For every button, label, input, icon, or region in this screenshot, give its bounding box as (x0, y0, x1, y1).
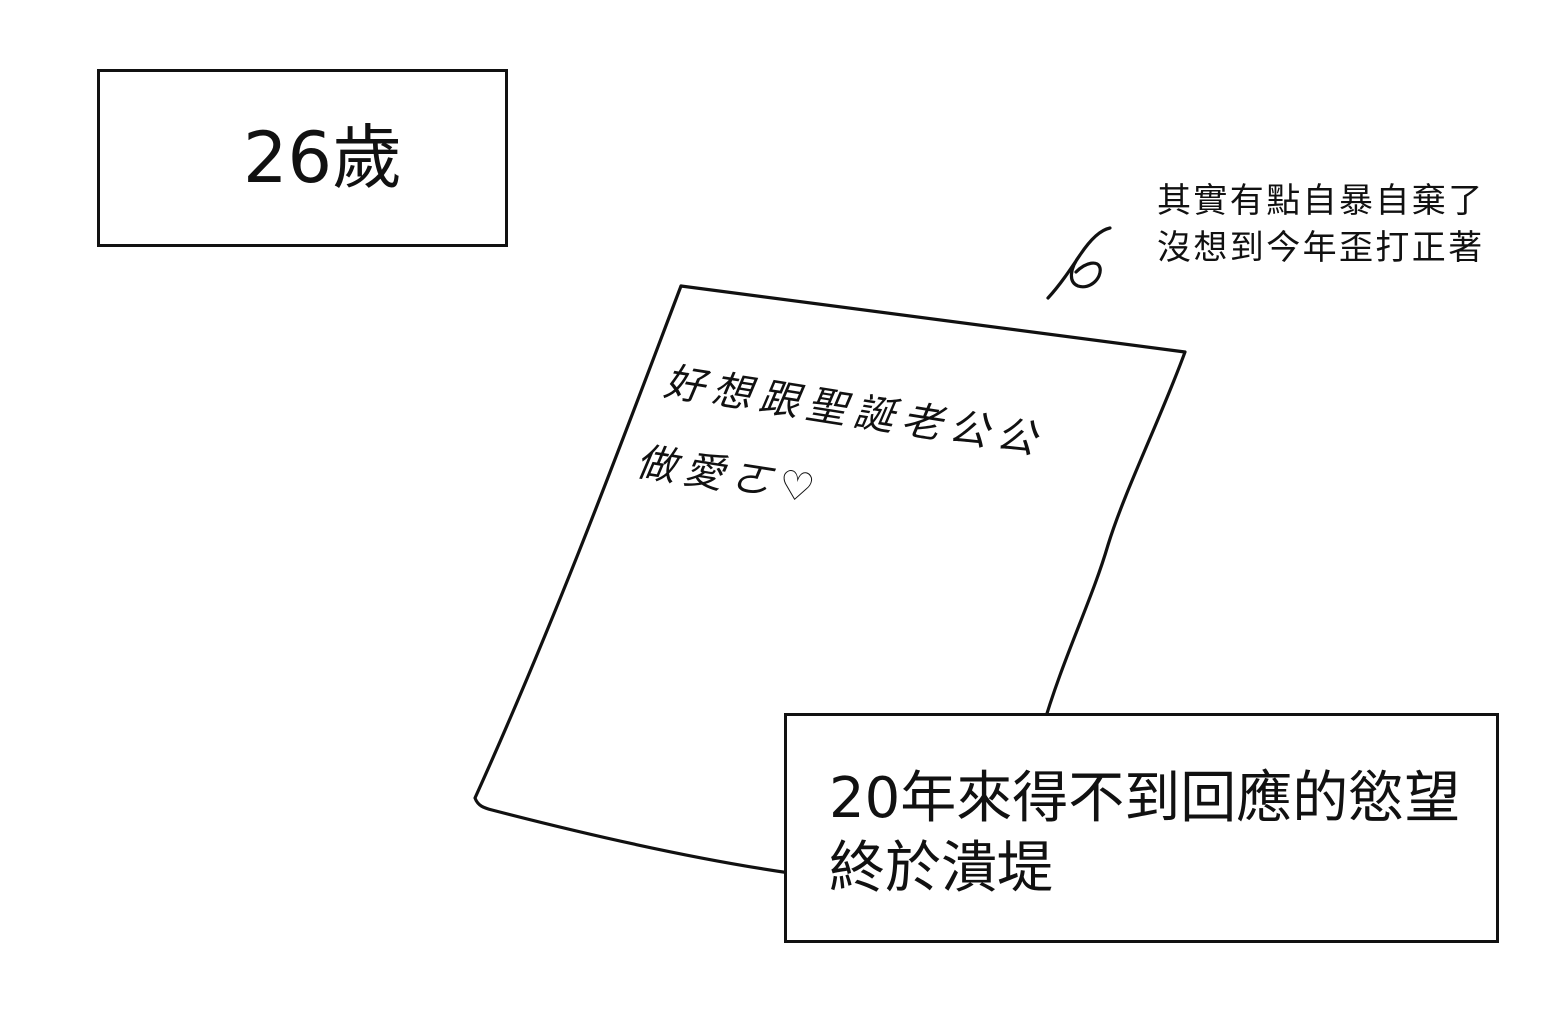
age-caption: 26歲 (243, 117, 403, 199)
age-caption-box: 26歲 (97, 69, 508, 247)
wish-paper-outline (473, 284, 1187, 875)
side-note-line-1: 其實有點自暴自棄了 (1157, 181, 1485, 221)
side-note: 其實有點自暴自棄了 沒想到今年歪打正著 (1157, 178, 1485, 272)
side-note-line-2: 沒想到今年歪打正著 (1157, 228, 1485, 268)
narration-line-2: 終於潰堤 (829, 836, 1053, 901)
narration-box: 20年來得不到回應的慾望 終於潰堤 (784, 713, 1499, 943)
narration-line-1: 20年來得不到回應的慾望 (829, 766, 1461, 831)
squiggle-mark (1046, 226, 1112, 300)
